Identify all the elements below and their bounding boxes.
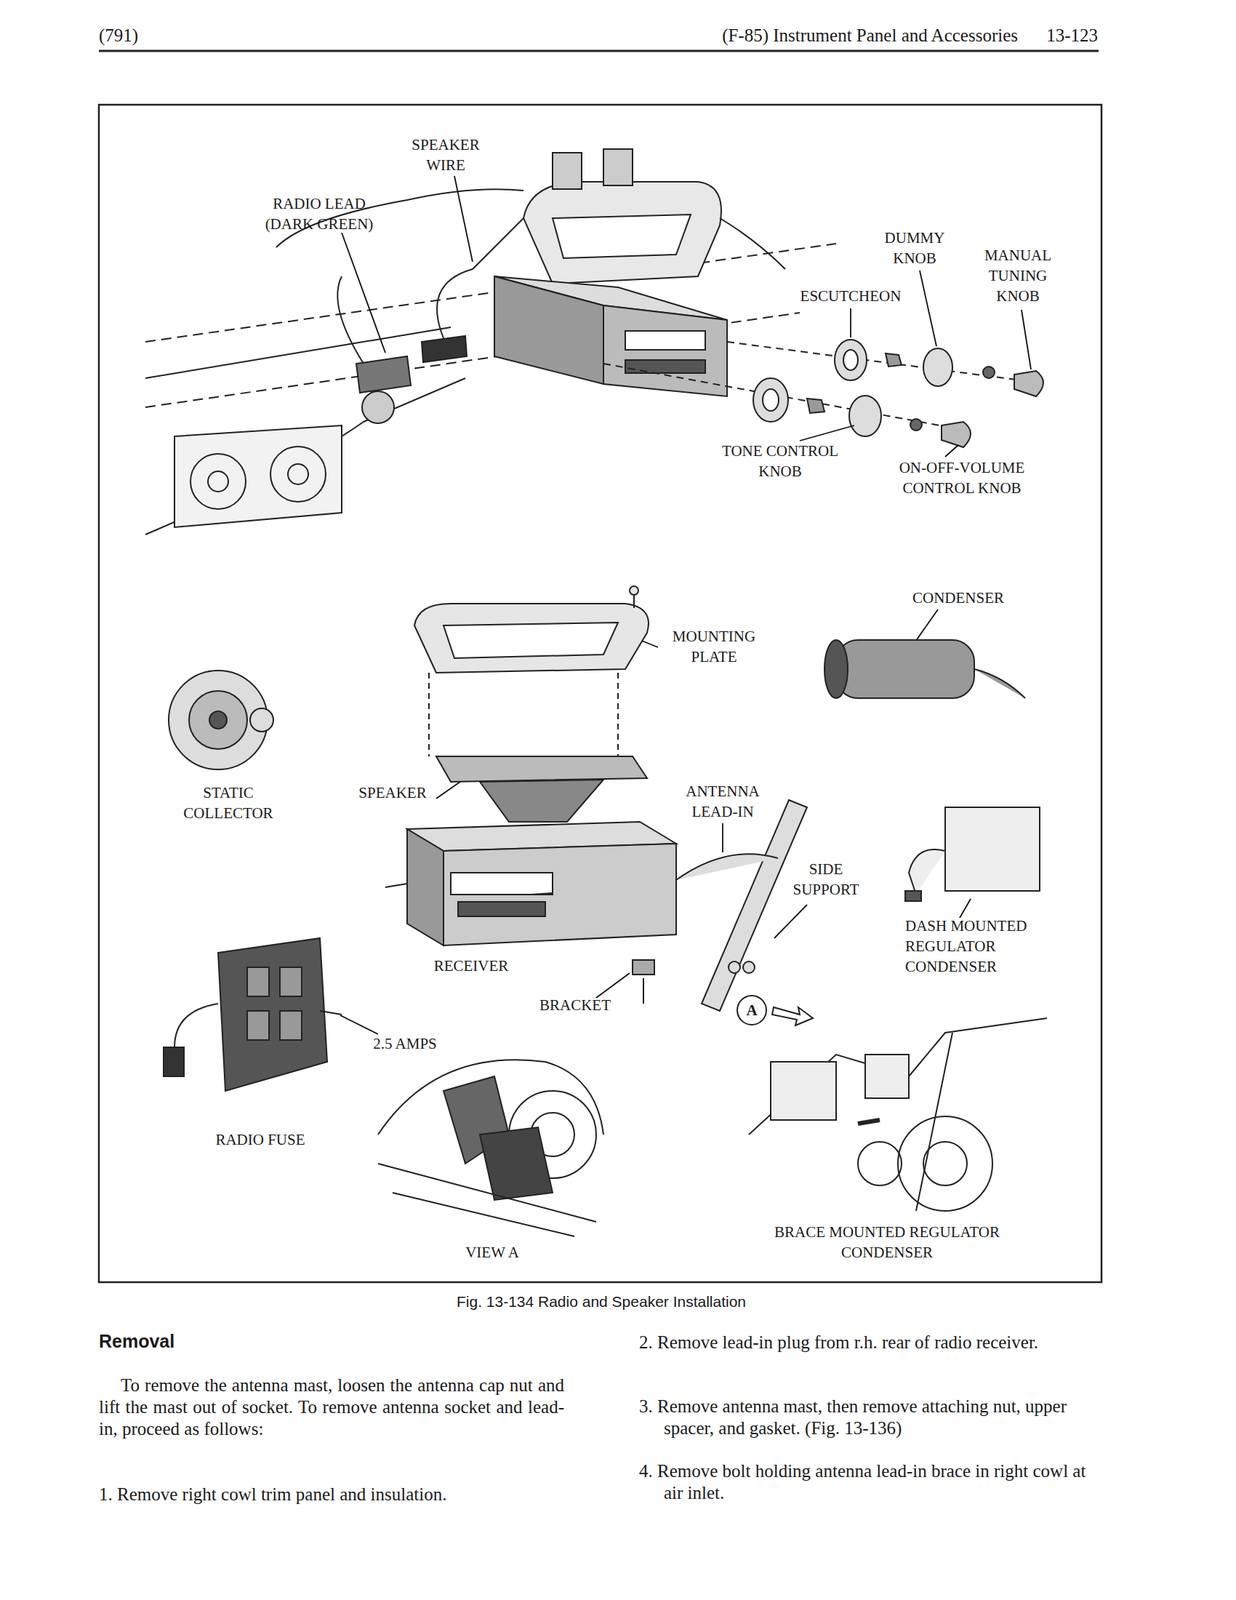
receiver	[385, 821, 677, 946]
header-rule	[98, 50, 1099, 53]
step-text: 4. Remove bolt holding antenna lead-in b…	[639, 1459, 1100, 1504]
callout-label: STATIC COLLECTOR	[162, 782, 294, 824]
receiver-top	[494, 276, 728, 397]
condenser	[824, 639, 1026, 698]
callout-label: TONE CONTROL KNOB	[707, 440, 853, 482]
section-heading: Removal	[98, 1330, 175, 1352]
radio-fuse-block	[163, 937, 342, 1091]
callout-label: SIDE SUPPORT	[775, 858, 877, 900]
callout-label: 2.5 AMPS	[354, 1033, 456, 1054]
side-support	[632, 799, 808, 1011]
view-a	[378, 1059, 604, 1236]
regulator	[905, 807, 1040, 901]
running-head: (F-85) Instrument Panel and Accessories	[712, 24, 1018, 47]
callout-label: RADIO FUSE	[187, 1129, 333, 1150]
callout-label: DASH MOUNTED REGULATOR CONDENSER	[905, 915, 1073, 977]
knobs-lower	[753, 378, 971, 448]
callout-label: SPEAKER WIRE	[398, 134, 493, 176]
mounting-plate	[414, 586, 649, 757]
page-number: 13-123	[1025, 24, 1098, 47]
callout-label: BRACKET	[524, 994, 626, 1015]
mounting-plate-top	[523, 149, 722, 284]
brace-view	[748, 1017, 1047, 1211]
callout-label: RECEIVER	[412, 955, 530, 976]
figure-caption: Fig. 13-134 Radio and Speaker Installati…	[310, 1292, 893, 1311]
callout-label: BRACE MOUNTED REGULATOR CONDENSER	[748, 1221, 1026, 1263]
callout-label: MANUAL TUNING KNOB	[970, 245, 1066, 307]
callout-label: ANTENNA LEAD-IN	[668, 780, 778, 822]
callout-label: RADIO LEAD (DARK GREEN)	[250, 193, 389, 235]
view-arrow	[772, 1006, 813, 1026]
view-marker	[737, 995, 767, 1025]
speaker	[436, 756, 648, 822]
figure-frame	[98, 104, 1102, 1282]
step-text: 2. Remove lead-in plug from r.h. rear of…	[639, 1331, 1100, 1354]
body-paragraph: To remove the antenna mast, loosen the a…	[98, 1374, 565, 1440]
step-text: 3. Remove antenna mast, then remove atta…	[639, 1395, 1100, 1439]
callout-label: ESCUTCHEON	[777, 285, 924, 307]
leader-lines	[340, 175, 1031, 1034]
dash-panel	[145, 243, 837, 535]
view-letter: A	[737, 999, 767, 1021]
callout-label: ON-OFF-VOLUME CONTROL KNOB	[867, 457, 1057, 499]
callout-label: MOUNTING PLATE	[659, 625, 769, 667]
knobs-upper	[834, 339, 1044, 397]
callout-label: VIEW A	[441, 1241, 544, 1263]
callout-label: DUMMY KNOB	[874, 227, 955, 269]
callout-label: CONDENSER	[885, 587, 1031, 608]
static-collector	[168, 670, 274, 770]
page-number: (791)	[98, 24, 245, 47]
step-text: 1. Remove right cowl trim panel and insu…	[98, 1483, 565, 1506]
callout-label: SPEAKER	[341, 782, 444, 803]
